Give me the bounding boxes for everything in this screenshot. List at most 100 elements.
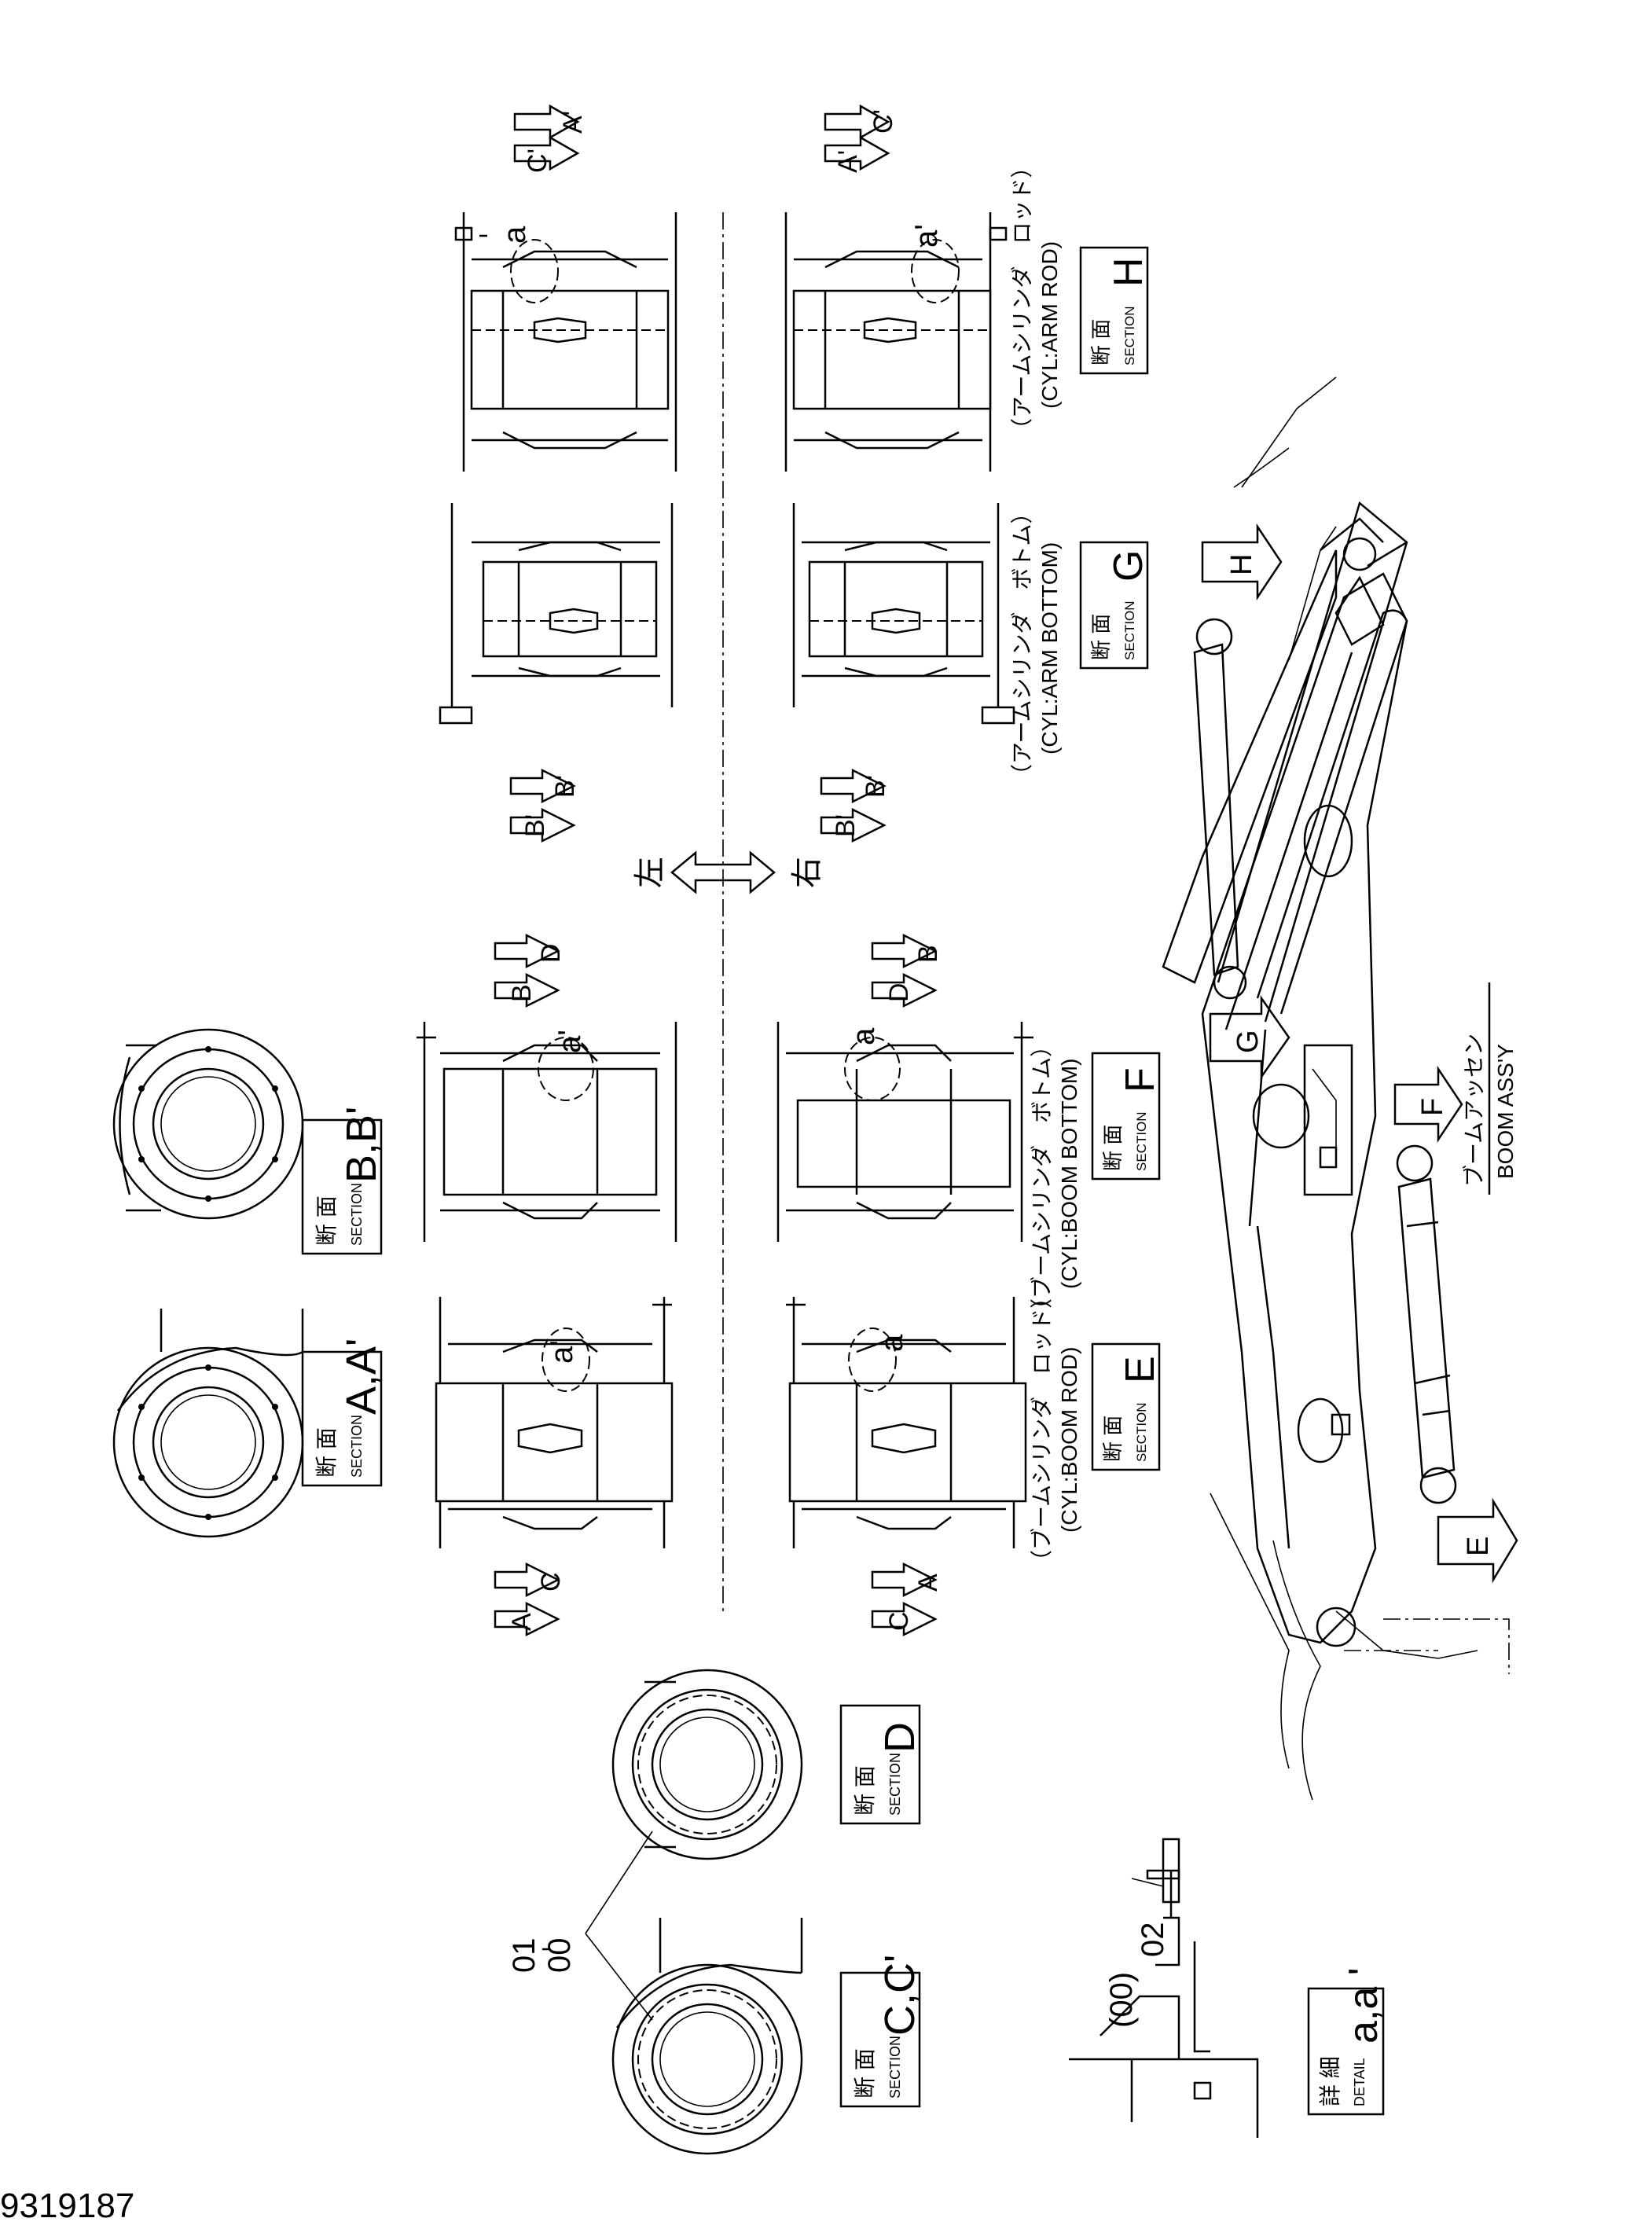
svg-text:C,C': C,C'	[876, 1955, 923, 2036]
svg-text:a,a ': a,a '	[1341, 1967, 1386, 2044]
section-e-label: 断 面 SECTION E	[1091, 1342, 1163, 1471]
view-f-left	[417, 1022, 677, 1242]
svg-text:A': A'	[558, 111, 588, 134]
svg-text:D: D	[536, 943, 566, 963]
view-e-left	[435, 1297, 674, 1548]
svg-text:F: F	[1118, 1067, 1163, 1092]
svg-text:断 面: 断 面	[314, 1427, 339, 1478]
svg-text:B,B': B,B'	[338, 1107, 385, 1183]
captions: （ブームシリンダ ロッド） (CYL:BOOM ROD) （ブームシリンダ ボト…	[1010, 156, 1518, 1572]
svg-text:A,A': A,A'	[338, 1339, 385, 1415]
svg-text:詳 細: 詳 細	[1318, 2056, 1342, 2106]
svg-text:断 面: 断 面	[1101, 1416, 1125, 1462]
svg-text:a': a'	[553, 1030, 587, 1053]
detail-parts: 02 (00)	[1104, 1922, 1170, 2029]
svg-text:(00): (00)	[1104, 1972, 1139, 2028]
boom-assembly	[1162, 376, 1510, 1801]
svg-text:SECTION: SECTION	[1122, 306, 1137, 365]
section-aa-label: 断 面 SECTION A,A'	[301, 1339, 385, 1487]
section-cc-view	[611, 1918, 803, 2155]
svg-text:B: B	[507, 984, 537, 1002]
svg-text:G: G	[1106, 550, 1151, 582]
svg-text:A: A	[507, 1613, 537, 1631]
view-h-right	[784, 212, 1008, 472]
svg-text:01: 01	[507, 1938, 541, 1974]
svg-text:D: D	[876, 1722, 923, 1753]
view-arrows: C' A' A' C' B' B' B' B' B D D B A C C A	[494, 104, 943, 1637]
svg-text:（ブームシリンダ ボトム）: （ブームシリンダ ボトム）	[1030, 1035, 1054, 1320]
svg-text:a': a'	[909, 224, 944, 248]
view-g-left	[439, 503, 674, 725]
view-e-right	[786, 1297, 1027, 1548]
svg-text:ブームアッセン: ブームアッセン	[1462, 1034, 1486, 1187]
svg-text:右: 右	[790, 857, 824, 888]
svg-text:DETAIL: DETAIL	[1352, 2058, 1367, 2106]
part-callouts-01-00: 01 00	[507, 1831, 653, 2021]
svg-text:断 面: 断 面	[1089, 614, 1113, 660]
svg-text:SECTION: SECTION	[1134, 1402, 1149, 1462]
svg-text:A': A'	[833, 150, 863, 173]
svg-text:（ブームシリンダ ロッド）: （ブームシリンダ ロッド）	[1030, 1287, 1054, 1572]
svg-text:C: C	[884, 1611, 914, 1631]
svg-text:F: F	[1416, 1098, 1449, 1116]
svg-text:C: C	[536, 1572, 566, 1592]
section-d-label: 断 面 SECTION D	[839, 1704, 923, 1825]
svg-text:SECTION: SECTION	[1134, 1111, 1149, 1171]
svg-text:B': B'	[550, 775, 580, 798]
svg-text:(CYL:BOOM BOTTOM): (CYL:BOOM BOTTOM)	[1057, 1059, 1081, 1290]
svg-text:BOOM ASS'Y: BOOM ASS'Y	[1493, 1044, 1518, 1179]
view-g-right	[792, 503, 1015, 725]
svg-text:断 面: 断 面	[314, 1195, 339, 1246]
svg-text:D: D	[884, 982, 914, 1002]
section-f-label: 断 面 SECTION F	[1091, 1052, 1163, 1181]
svg-text:断 面: 断 面	[853, 2048, 877, 2099]
svg-text:B': B'	[831, 814, 861, 837]
section-h-label: 断 面 SECTION H	[1079, 246, 1151, 375]
view-h-left	[454, 212, 677, 472]
drawing-number: 9319187	[0, 2187, 135, 2225]
svg-text:00: 00	[542, 1938, 577, 1974]
svg-text:左: 左	[633, 857, 667, 888]
svg-text:A: A	[913, 1574, 943, 1592]
svg-text:断 面: 断 面	[853, 1765, 877, 1816]
svg-text:（アームシリンダ ボトム）: （アームシリンダ ボトム）	[1010, 502, 1034, 786]
svg-text:断 面: 断 面	[1089, 319, 1113, 365]
svg-text:（アームシリンダ ロッド）: （アームシリンダ ロッド）	[1010, 156, 1034, 440]
right-section-views	[776, 212, 1033, 1548]
section-g-label: 断 面 SECTION G	[1079, 541, 1151, 670]
section-bb-label: 断 面 SECTION B,B'	[301, 1107, 385, 1255]
svg-text:C': C'	[523, 149, 553, 173]
detail-aa-view	[1069, 1838, 1259, 2138]
svg-text:E: E	[1118, 1356, 1163, 1383]
direction-arrow: 左 右	[633, 850, 824, 894]
svg-text:B': B'	[520, 814, 550, 837]
svg-text:(CYL:ARM BOTTOM): (CYL:ARM BOTTOM)	[1037, 542, 1062, 755]
svg-text:a: a	[846, 1027, 881, 1045]
svg-text:SECTION: SECTION	[887, 2036, 903, 2099]
svg-text:02: 02	[1136, 1922, 1170, 1958]
section-bb-view	[112, 1028, 304, 1220]
svg-text:C': C'	[868, 109, 898, 134]
section-cc-label: 断 面 SECTION C,C'	[839, 1955, 923, 2108]
svg-text:a: a	[497, 226, 532, 244]
svg-text:SECTION: SECTION	[887, 1753, 903, 1816]
svg-text:B: B	[913, 945, 943, 963]
section-d-view	[611, 1669, 803, 1860]
svg-text:a': a'	[545, 1340, 579, 1364]
svg-text:H: H	[1106, 257, 1151, 287]
svg-text:断 面: 断 面	[1101, 1125, 1125, 1171]
left-section-views	[417, 212, 677, 1548]
svg-text:G: G	[1232, 1030, 1265, 1053]
svg-text:a: a	[875, 1334, 909, 1352]
svg-text:E: E	[1462, 1537, 1495, 1556]
svg-text:B': B'	[861, 775, 890, 798]
svg-text:H: H	[1225, 554, 1258, 575]
svg-text:SECTION: SECTION	[349, 1183, 365, 1246]
view-f-right	[776, 1022, 1033, 1242]
svg-text:(CYL:BOOM ROD): (CYL:BOOM ROD)	[1057, 1347, 1081, 1533]
svg-text:SECTION: SECTION	[349, 1415, 365, 1478]
detail-markers: a a' a' a a' a	[497, 224, 944, 1364]
section-aa-view	[112, 1309, 304, 1538]
svg-text:(CYL:ARM ROD): (CYL:ARM ROD)	[1037, 241, 1062, 409]
